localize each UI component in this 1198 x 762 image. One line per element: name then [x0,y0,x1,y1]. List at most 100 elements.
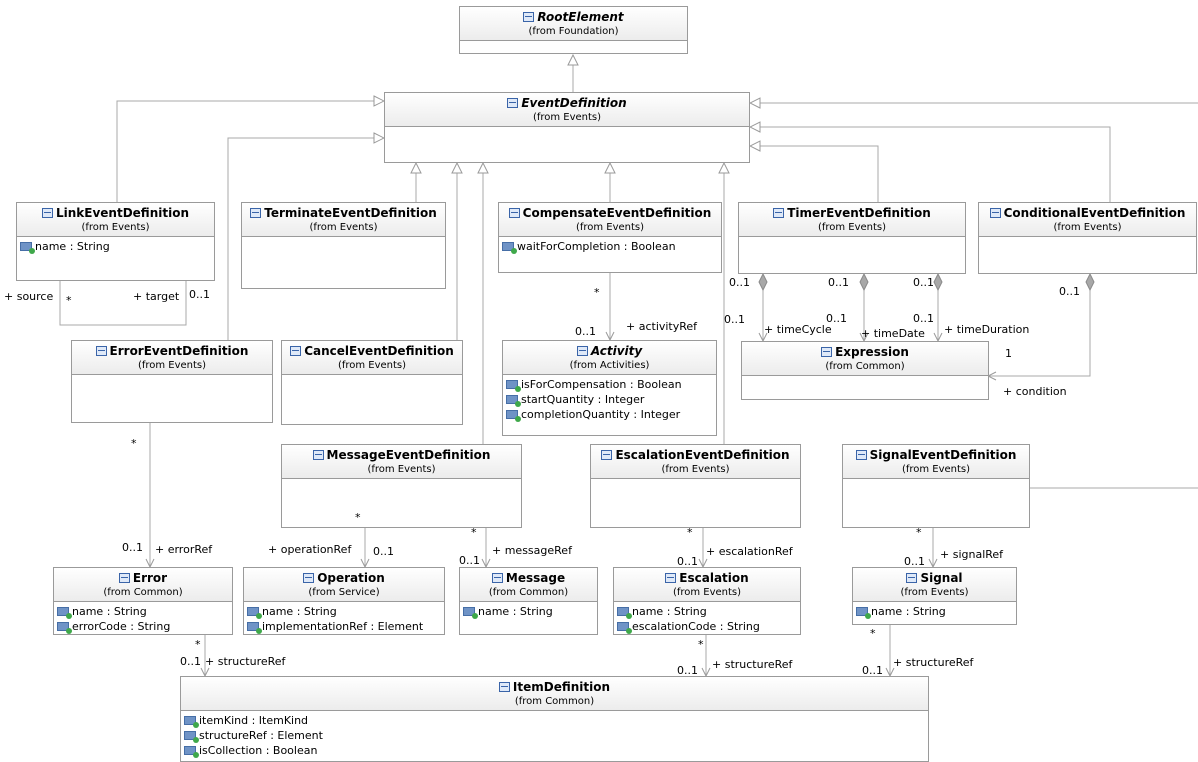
attribute-icon [184,746,199,758]
class-conditional-event-definition[interactable]: ConditionalEventDefinition (from Events) [978,202,1197,274]
class-escalation-event-definition[interactable]: EscalationEventDefinition (from Events) [590,444,801,528]
attribute[interactable]: name : String [856,604,1013,619]
class-package: (from Events) [367,464,436,475]
class-icon [989,208,1001,218]
class-root-element[interactable]: RootElement (from Foundation) [459,6,688,54]
class-signal-event-definition[interactable]: SignalEventDefinition (from Events) [842,444,1030,528]
class-package: (from Common) [103,587,183,598]
class-cancel-event-definition[interactable]: CancelEventDefinition (from Events) [281,340,463,425]
class-operation[interactable]: Operation (from Service) name : String i… [243,567,445,635]
attribute[interactable]: name : String [247,604,441,619]
class-icon [491,573,503,583]
attribute[interactable]: isCollection : Boolean [184,743,925,758]
class-event-definition[interactable]: EventDefinition (from Events) [384,92,750,163]
attribute-icon [247,607,262,619]
class-package: (from Events) [900,587,969,598]
class-message[interactable]: Message (from Common) name : String [459,567,598,635]
attribute[interactable]: itemKind : ItemKind [184,713,925,728]
attribute[interactable]: name : String [617,604,797,619]
attribute-icon [184,731,199,743]
class-name: Expression [835,345,909,359]
attribute-icon [57,622,72,634]
class-package: (from Events) [817,222,887,233]
role-label: + structureRef [712,658,793,671]
multiplicity-label: * [594,286,600,299]
class-expression[interactable]: Expression (from Common) [741,341,989,400]
class-icon [508,208,520,218]
attribute[interactable]: implementationRef : Element [247,619,441,634]
class-signal[interactable]: Signal (from Events) name : String [852,567,1017,625]
class-name: Operation [317,571,385,585]
role-label: + timeDuration [944,323,1030,336]
attribute-icon [247,622,262,634]
attribute[interactable]: startQuantity : Integer [506,392,713,407]
role-label: + structureRef [893,656,974,669]
attribute[interactable]: name : String [57,604,229,619]
multiplicity-label: 0..1 [729,276,750,289]
attribute-icon [463,607,478,619]
assoc-link-source-target [59,281,187,326]
class-compensate-event-definition[interactable]: CompensateEventDefinition (from Events) … [498,202,722,273]
class-name: MessageEventDefinition [326,448,491,462]
class-name: Error [132,571,168,585]
class-timer-event-definition[interactable]: TimerEventDefinition (from Events) [738,202,966,274]
generalization-error [227,138,384,340]
role-label: + source [4,290,54,303]
class-item-definition[interactable]: ItemDefinition (from Common) itemKind : … [180,676,929,762]
class-name: RootElement [537,10,624,24]
role-label: + target [133,290,180,303]
attribute[interactable]: escalationCode : String [617,619,797,634]
attribute[interactable]: structureRef : Element [184,728,925,743]
multiplicity-label: 0..1 [459,554,480,567]
multiplicity-label: 0..1 [913,276,934,289]
attribute-icon [184,716,199,728]
class-error[interactable]: Error (from Common) name : String errorC… [53,567,233,635]
role-label: + operationRef [268,543,352,556]
class-package: (from Events) [1053,222,1122,233]
attribute-icon [506,380,521,392]
class-icon [498,682,510,692]
class-icon [855,450,867,460]
class-error-event-definition[interactable]: ErrorEventDefinition (from Events) [71,340,273,423]
class-name: Signal [920,571,963,585]
class-icon [523,12,535,22]
attribute[interactable]: completionQuantity : Integer [506,407,713,422]
class-escalation[interactable]: Escalation (from Events) name : String e… [613,567,801,635]
class-name: TerminateEventDefinition [264,206,437,220]
class-terminate-event-definition[interactable]: TerminateEventDefinition (from Events) [241,202,446,289]
attribute[interactable]: waitForCompletion : Boolean [502,239,718,254]
class-icon [250,208,262,218]
class-icon [601,450,613,460]
class-name: EscalationEventDefinition [615,448,790,462]
attribute[interactable]: isForCompensation : Boolean [506,377,713,392]
class-package: (from Events) [672,587,742,598]
class-name: Message [505,571,566,585]
multiplicity-label: * [66,294,72,307]
class-package: (from Activities) [569,360,650,371]
class-package: (from Service) [308,587,380,598]
attribute[interactable]: name : String [463,604,594,619]
role-label: + escalationRef [706,545,793,558]
multiplicity-label: 0..1 [122,541,143,554]
class-link-event-definition[interactable]: LinkEventDefinition (from Events) name :… [16,202,215,281]
class-name: Activity [590,344,643,358]
class-icon [507,98,519,108]
attribute[interactable]: name : String [20,239,211,254]
class-name: TimerEventDefinition [787,206,931,220]
class-package: (from Foundation) [528,26,619,37]
multiplicity-label: 0..1 [1059,285,1080,298]
role-label: + timeDate [861,327,925,340]
generalization-conditional [750,127,1111,202]
class-activity[interactable]: Activity (from Activities) isForCompensa… [502,340,717,436]
role-label: + timeCycle [764,323,832,336]
class-icon [821,347,833,357]
attribute-icon [57,607,72,619]
attribute-icon [502,242,517,254]
class-package: (from Events) [137,360,207,371]
attribute[interactable]: errorCode : String [57,619,229,634]
class-message-event-definition[interactable]: MessageEventDefinition (from Events) [281,444,522,528]
multiplicity-label: 0..1 [189,288,210,301]
multiplicity-label: 0..1 [828,276,849,289]
attribute-icon [20,242,35,254]
